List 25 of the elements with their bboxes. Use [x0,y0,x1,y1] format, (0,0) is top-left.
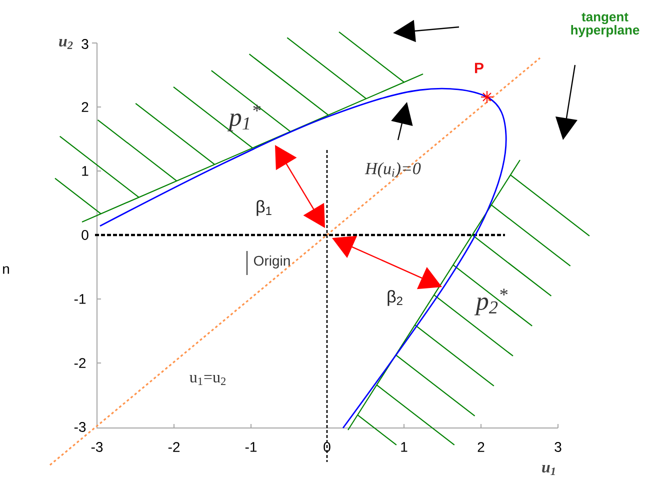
tick-label: 0 [82,230,88,240]
tick-label: 2 [82,102,88,112]
tick-label: -3 [91,442,103,452]
tick-label: 1 [401,442,408,452]
line-label: u$_{1}$=u$_{2}$ [190,375,226,385]
tick-label: 2 [478,442,484,452]
distance-label: β$_{1}$ [256,200,272,216]
region-label: p$_{1}$* [227,104,261,132]
curve-label: H(u$_{i}$)=0 [364,162,421,178]
tick-label: -2 [168,442,180,452]
tick-label: -2 [74,358,86,368]
tick-label: -1 [74,294,86,304]
tangent-hyperplane-label: tangent hyperplane [571,12,640,38]
tick-label: 3 [82,39,88,49]
tick-label: -1 [245,442,257,452]
tick-label: 1 [82,166,88,176]
region-label: p$_{2}$* [474,288,508,316]
distance-label: β$_{2}$ [388,290,402,306]
origin-label: Origin [254,255,290,269]
annotation: n [3,266,9,274]
point-label: P [475,62,484,74]
axis-label: u$_{2}$ [59,39,73,49]
tick-label: 3 [554,442,562,452]
axis-label: u$_{1}$ [542,465,555,475]
tick-label: -3 [74,422,86,432]
